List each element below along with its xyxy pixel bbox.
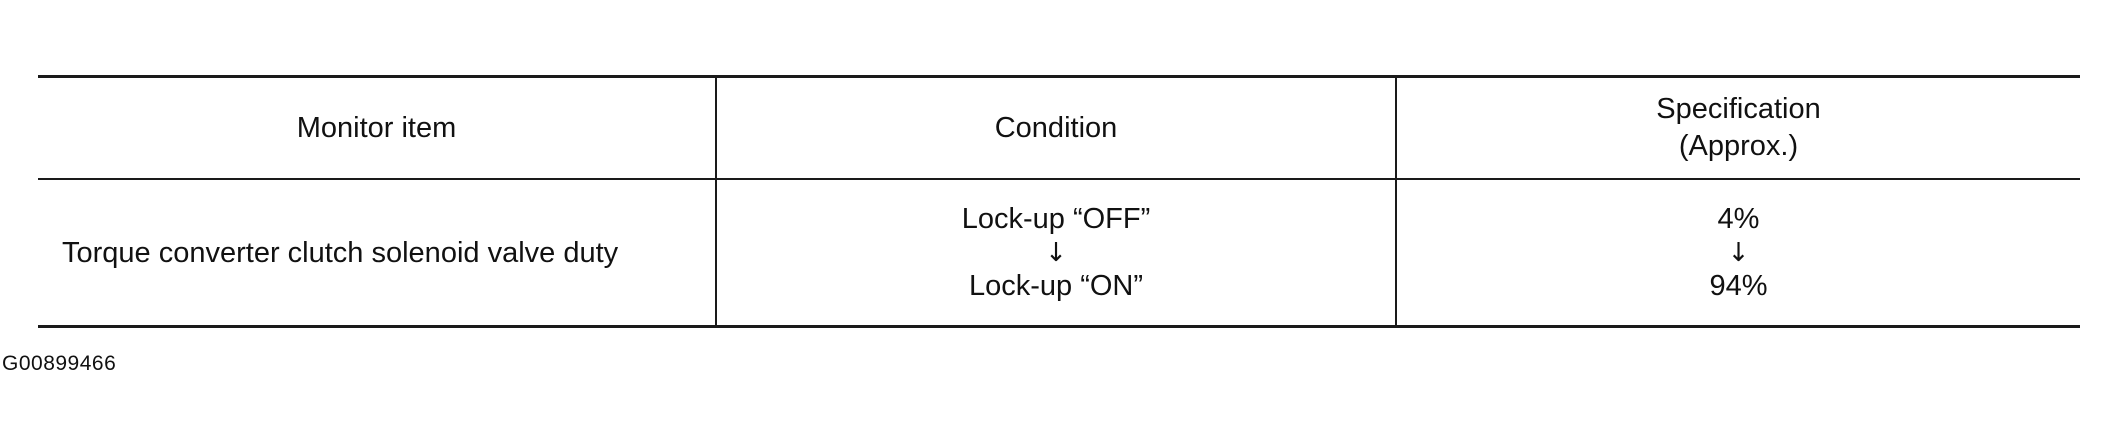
cell-condition: Lock-up “OFF” ↓ Lock-up “ON” (715, 179, 1396, 327)
spec-to: 94% (1709, 269, 1768, 302)
table-row: Torque converter clutch solenoid valve d… (38, 179, 2080, 327)
figure-code: G00899466 (2, 352, 117, 375)
table-body: Torque converter clutch solenoid valve d… (38, 179, 2080, 327)
cell-specification: 4% ↓ 94% (1395, 179, 2080, 327)
down-arrow-icon: ↓ (1045, 237, 1067, 268)
down-arrow-icon: ↓ (1727, 237, 1750, 268)
header-specification-line1: Specification (1656, 93, 1821, 125)
cell-monitor-item: Torque converter clutch solenoid valve d… (62, 236, 619, 269)
header-row: Monitor item Condition Specification (Ap… (38, 76, 2080, 180)
header-monitor-item: Monitor item (38, 76, 716, 180)
specification-table: Monitor item Condition Specification (Ap… (38, 75, 2080, 328)
spec-from: 4% (1717, 202, 1760, 235)
header-specification: Specification (Approx.) (1395, 76, 2080, 180)
header-specification-line2: (Approx.) (1678, 130, 1799, 162)
table-header: Monitor item Condition Specification (Ap… (38, 76, 2080, 180)
header-condition: Condition (715, 76, 1396, 180)
condition-to: Lock-up “ON” (968, 269, 1144, 302)
condition-from: Lock-up “OFF” (961, 202, 1151, 235)
